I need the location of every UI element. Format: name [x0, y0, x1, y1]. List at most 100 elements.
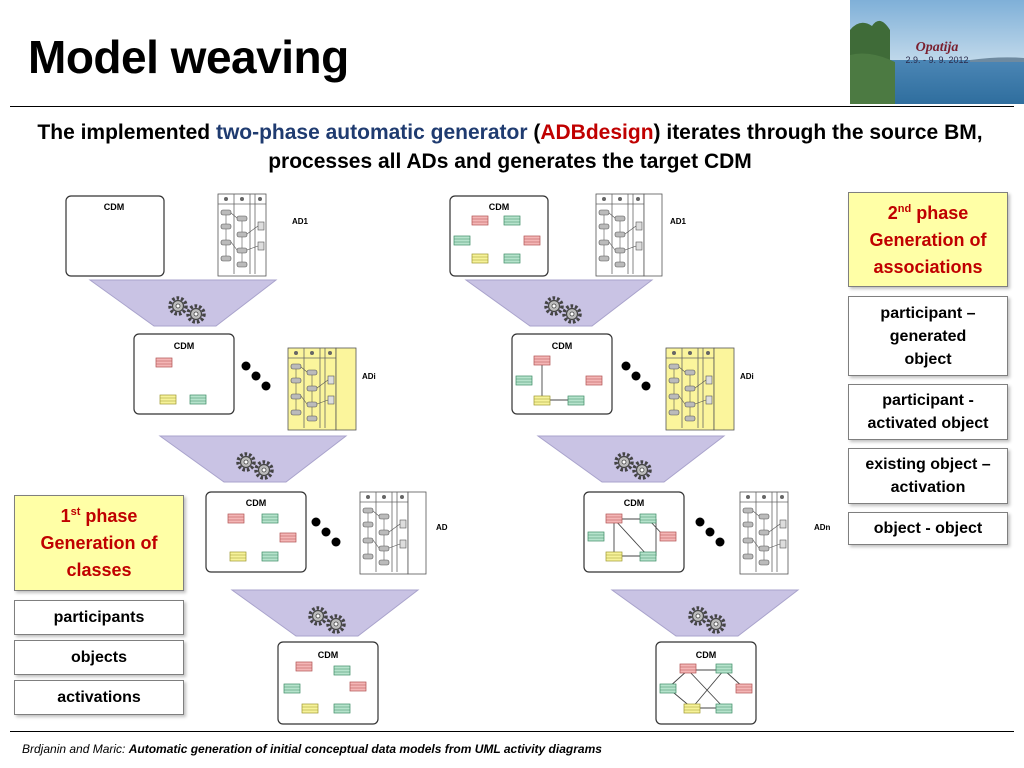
class-object: [639, 551, 657, 562]
cdm-label: CDM: [104, 202, 125, 212]
phase1-heading: 1st phase: [15, 503, 183, 530]
phase2-number: 2: [887, 203, 898, 223]
cdm-box: [655, 641, 757, 725]
conference-photo: Opatija 2.9. - 9. 9. 2012: [850, 0, 1024, 104]
header-divider: [10, 106, 1014, 107]
slide-title: Model weaving: [28, 31, 349, 83]
class-participant: [279, 532, 297, 543]
class-activation: [229, 551, 247, 562]
class-participant: [735, 683, 753, 694]
photo-caption-title: Opatija: [915, 40, 959, 55]
ellipsis-dots: [311, 517, 341, 547]
class-object: [659, 683, 677, 694]
phase2-word: phase: [911, 203, 969, 223]
class-object: [333, 665, 351, 676]
slide-subtitle: The implemented two-phase automatic gene…: [20, 118, 1000, 176]
model-weaving-diagram: CDM AD1 CDM ADi CDM AD: [65, 193, 831, 725]
class-object: [261, 513, 279, 524]
activity-diagram-highlighted: [665, 347, 735, 431]
class-participant: [533, 355, 551, 366]
class-participant: [159, 394, 177, 405]
ad-label: ADi: [740, 372, 754, 381]
cdm-label: CDM: [624, 498, 645, 508]
class-participant: [605, 513, 623, 524]
ad-label: ADn: [814, 523, 831, 532]
cdm-label: CDM: [489, 202, 510, 212]
ad-label: AD1: [670, 217, 687, 226]
cdm-label: CDM: [552, 341, 573, 351]
class-activation: [471, 253, 489, 264]
phase2-item: participant - activated object: [848, 384, 1008, 440]
phase1-number: 1: [60, 506, 71, 526]
subtitle-highlight-tool: ADBdesign: [540, 121, 654, 144]
footer-authors: Brdjanin and Maric:: [22, 742, 129, 756]
ellipsis-dots: [621, 361, 651, 391]
class-object: [261, 551, 279, 562]
activity-diagram: [359, 491, 427, 575]
phase1-item: objects: [14, 640, 184, 675]
phase1-ordinal: st: [70, 506, 81, 518]
activity-diagram: [217, 193, 267, 277]
class-participant: [523, 235, 541, 246]
activity-diagram: [595, 193, 663, 277]
ellipsis-dots: [241, 361, 271, 391]
phase2-description: Generation of associations: [869, 230, 987, 277]
class-activation: [533, 395, 551, 406]
class-activation: [605, 551, 623, 562]
class-activation: [301, 703, 319, 714]
class-participant: [585, 375, 603, 386]
phase2-ordinal: nd: [897, 203, 912, 215]
footer-citation: Brdjanin and Maric: Automatic generation…: [22, 742, 602, 756]
class-object: [503, 215, 521, 226]
activity-diagram-highlighted: [287, 347, 357, 431]
phase2-item: participant – generated object: [848, 296, 1008, 376]
class-object: [283, 683, 301, 694]
phase1-item: activations: [14, 680, 184, 715]
class-object: [189, 394, 207, 405]
subtitle-highlight-generator: two-phase automatic generator: [215, 121, 528, 144]
phase1-word: phase: [80, 506, 138, 526]
class-participant: [679, 663, 697, 674]
photo-caption-dates: 2.9. - 9. 9. 2012: [905, 55, 969, 65]
ad-label: AD1: [292, 217, 309, 226]
class-participant: [295, 661, 313, 672]
phase2-item: object - object: [848, 512, 1008, 545]
class-participant: [155, 357, 173, 368]
subtitle-part: ) iterates through the source BM, proces…: [268, 121, 983, 173]
seaside-image: [850, 0, 1024, 104]
class-object: [639, 513, 657, 524]
phase2-heading: 2nd phase: [849, 200, 1007, 227]
class-object: [453, 235, 471, 246]
class-object: [515, 375, 533, 386]
ad-label: ADi: [362, 372, 376, 381]
class-participant: [471, 215, 489, 226]
cdm-box: [65, 195, 165, 277]
cdm-label: CDM: [174, 341, 195, 351]
phase1-box: 1st phase Generation of classes: [14, 495, 184, 591]
class-object: [333, 703, 351, 714]
cdm-label: CDM: [246, 498, 267, 508]
class-participant: [227, 513, 245, 524]
phase1-description: Generation of classes: [40, 533, 158, 580]
ad-label: AD: [436, 523, 448, 532]
class-object: [715, 663, 733, 674]
phase2-item: existing object – activation: [848, 448, 1008, 504]
class-activation: [683, 703, 701, 714]
footer-divider: [10, 731, 1014, 732]
cdm-box: [511, 333, 613, 415]
class-object: [503, 253, 521, 264]
footer-paper-title: Automatic generation of initial conceptu…: [128, 742, 602, 756]
class-object: [715, 703, 733, 714]
class-participant: [349, 681, 367, 692]
activity-diagram: [739, 491, 789, 575]
ellipsis-dots: [695, 517, 725, 547]
class-participant: [659, 531, 677, 542]
class-object: [567, 395, 585, 406]
cdm-label: CDM: [696, 650, 717, 660]
cdm-box: [133, 333, 235, 415]
subtitle-part: The implemented: [37, 121, 216, 144]
phase1-item: participants: [14, 600, 184, 635]
subtitle-part: (: [527, 121, 541, 144]
class-object: [587, 531, 605, 542]
cdm-label: CDM: [318, 650, 339, 660]
